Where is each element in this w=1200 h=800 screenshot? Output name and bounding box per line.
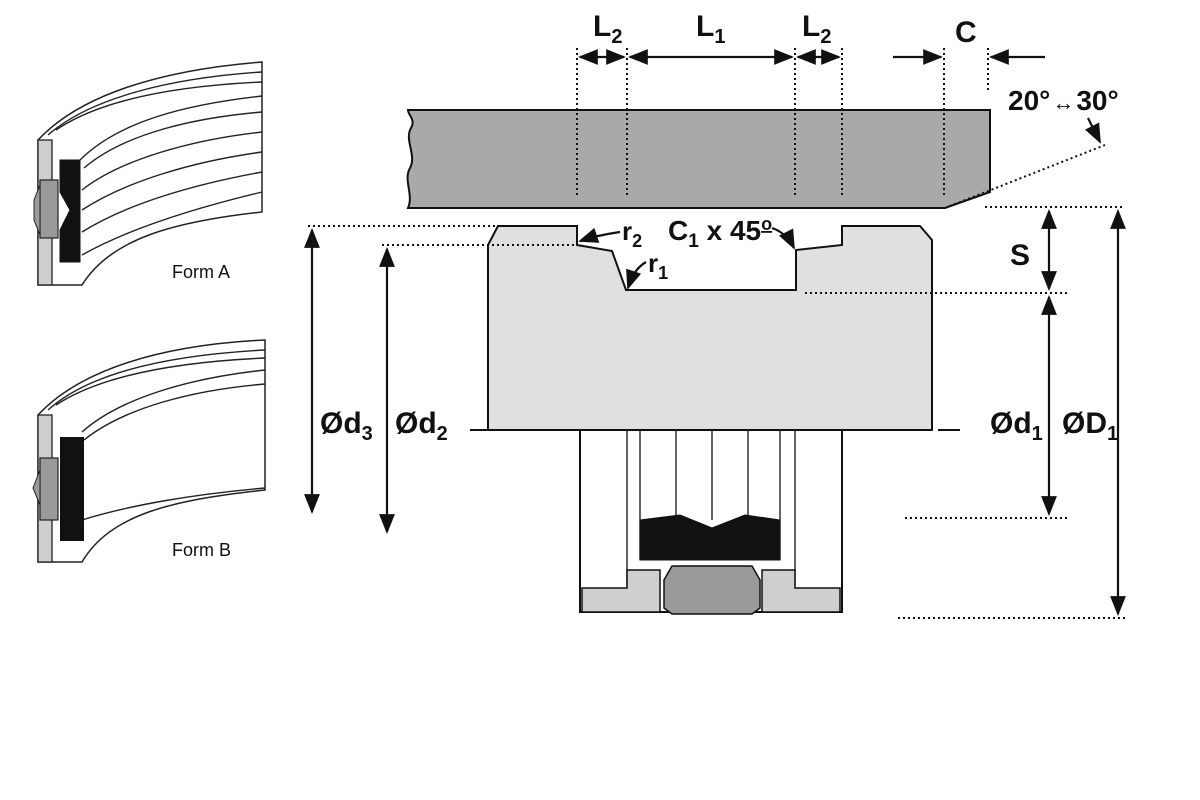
label-s: S [1010, 239, 1030, 272]
label-c1-x-45: C1 x 45o [668, 214, 772, 252]
label-l2-left: L2 [593, 10, 622, 48]
dimension-labels: L2 L1 L2 C 20°↔30° r2 r1 C1 x 45o S Ød3 … [320, 10, 1119, 445]
label-d3: Ød3 [320, 407, 373, 445]
form-b-illustration: Form B [32, 339, 266, 563]
label-l2-right: L2 [802, 10, 831, 48]
label-angle-range: 20°↔30° [1008, 85, 1119, 116]
form-a-label: Form A [172, 262, 230, 282]
rod [406, 109, 991, 209]
label-r2: r2 [622, 216, 642, 251]
label-c: C [955, 16, 977, 49]
label-d1: Ød1 [990, 407, 1043, 445]
lower-assembly [579, 429, 843, 615]
form-b-label: Form B [172, 540, 231, 560]
label-d2: Ød2 [395, 407, 448, 445]
housing [487, 225, 933, 431]
label-r1: r1 [648, 248, 668, 283]
label-l1: L1 [696, 10, 725, 48]
label-D1: ØD1 [1062, 407, 1118, 445]
dimension-lines [304, 48, 1126, 619]
form-a-illustration: Form A [33, 61, 263, 286]
